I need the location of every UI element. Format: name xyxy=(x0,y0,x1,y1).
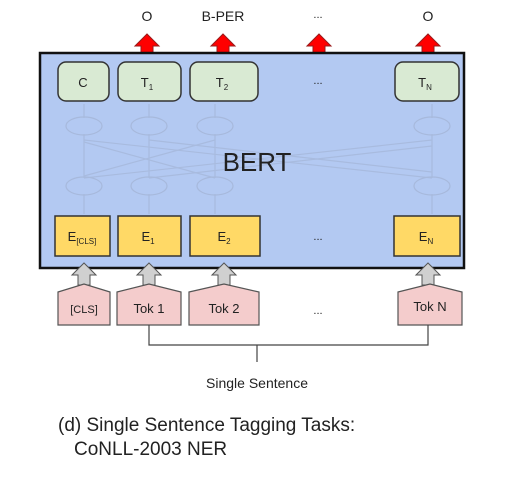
token-box-c xyxy=(57,61,110,102)
input-token-label-ellipsis: ... xyxy=(313,305,322,317)
embedding-box-cls xyxy=(54,215,111,257)
output-label-o-last: O xyxy=(423,8,434,24)
embedding-label-e1: E1 xyxy=(141,229,155,246)
output-arrow-4 xyxy=(414,33,442,57)
token-label-t1: T1 xyxy=(141,75,154,92)
sentence-bracket xyxy=(148,325,429,362)
hidden-layer-connections xyxy=(83,104,433,214)
hidden-layer-nodes xyxy=(65,116,451,196)
input-token-label-tokn: Tok N xyxy=(413,299,446,314)
embedding-box-e1 xyxy=(117,215,182,257)
output-label-o-first: O xyxy=(142,8,153,24)
token-label-c: C xyxy=(78,75,87,90)
embedding-label-en: EN xyxy=(419,229,434,246)
embedding-box-en xyxy=(393,215,461,257)
token-box-tn xyxy=(394,61,460,102)
output-arrow-3 xyxy=(305,33,333,57)
embedding-box-e2 xyxy=(189,215,261,257)
input-token-label-tok1: Tok 1 xyxy=(133,301,164,316)
token-box-t2 xyxy=(189,61,259,102)
input-token-label-tok2: Tok 2 xyxy=(208,301,239,316)
input-token-tok2 xyxy=(188,283,260,326)
input-arrow-3 xyxy=(210,262,238,286)
embedding-row: E[CLS] E1 E2 ... EN xyxy=(54,215,461,257)
token-label-t2: T2 xyxy=(216,75,229,92)
top-token-row: C T1 T2 ... TN xyxy=(57,61,460,102)
output-arrow-1 xyxy=(133,33,161,57)
input-token-tokn xyxy=(397,283,463,326)
token-box-t1 xyxy=(117,61,182,102)
output-arrow-2 xyxy=(209,33,237,57)
token-label-ellipsis: ... xyxy=(313,75,322,87)
output-arrows xyxy=(133,33,442,57)
input-arrow-4 xyxy=(414,262,442,286)
input-token-label-cls: [CLS] xyxy=(70,304,98,316)
figure-caption: (d) Single Sentence Tagging Tasks: CoNLL… xyxy=(58,414,498,462)
input-arrow-1 xyxy=(70,262,98,286)
input-arrow-2 xyxy=(135,262,163,286)
input-arrows xyxy=(70,262,442,286)
token-label-tn: TN xyxy=(418,75,432,92)
single-sentence-label: Single Sentence xyxy=(206,375,308,391)
embedding-label-ellipsis: ... xyxy=(313,231,322,243)
caption-line-2: CoNLL-2003 NER xyxy=(74,439,228,460)
caption-line-1: (d) Single Sentence Tagging Tasks: xyxy=(58,415,356,436)
embedding-label-e2: E2 xyxy=(217,229,231,246)
output-label-ellipsis: ... xyxy=(313,9,322,21)
input-token-tok1 xyxy=(116,283,182,326)
input-token-cls xyxy=(57,283,111,326)
embedding-label-cls: E[CLS] xyxy=(68,229,97,246)
bert-label: BERT xyxy=(223,147,292,177)
input-token-row: [CLS] Tok 1 Tok 2 ... Tok N xyxy=(57,283,463,326)
output-label-b-per: B-PER xyxy=(202,8,245,24)
